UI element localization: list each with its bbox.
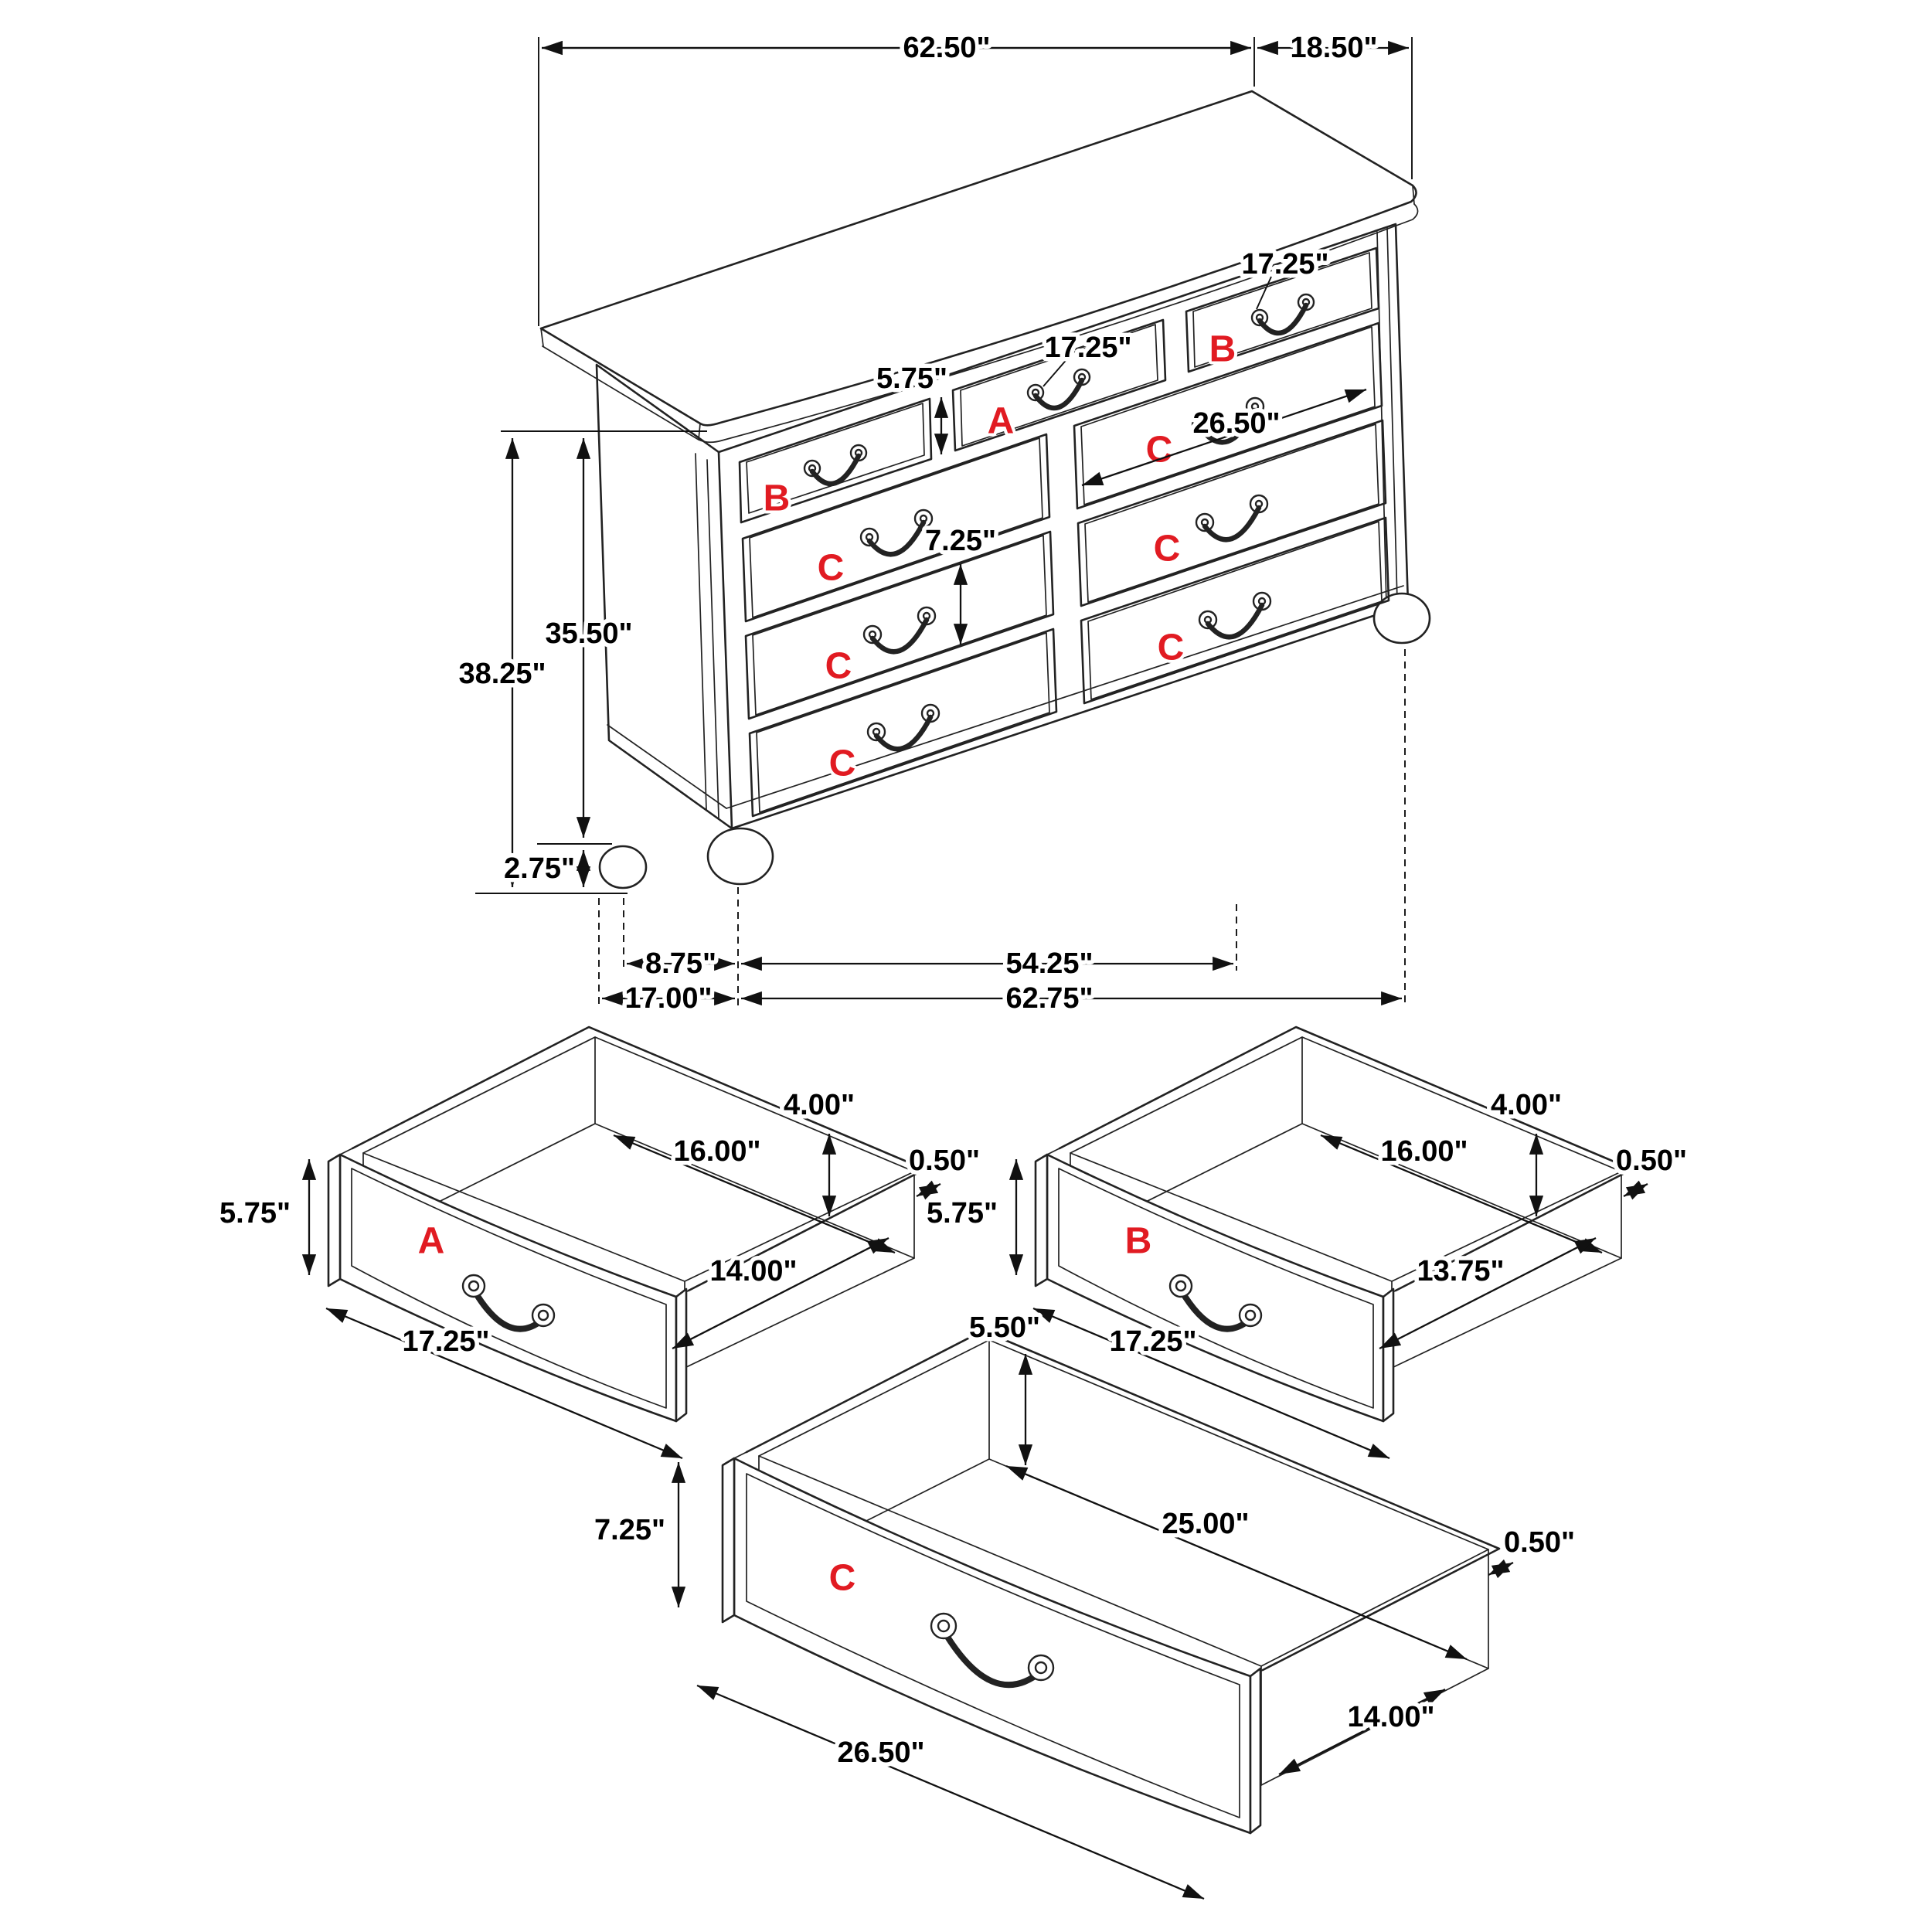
top-dimensions: 62.50" 18.50" [538, 28, 1413, 326]
drawer-front-top-right-B [1185, 247, 1380, 373]
part-label-right-2-C: C [1154, 529, 1181, 570]
drawer-front-top-center-A [951, 318, 1167, 452]
part-label-left-2-C: C [825, 646, 852, 687]
drawer-front-right-2-C [1077, 419, 1387, 607]
drawer-c-handle [930, 1612, 1055, 1689]
dim-b-inner-depth: 13.75" [1417, 1255, 1504, 1287]
dim-c-inner-width: 25.00" [1162, 1508, 1249, 1540]
handle-top-left [803, 444, 868, 487]
part-label-right-1-C: C [1146, 430, 1173, 471]
dresser-case [595, 223, 1410, 830]
drawer-front-top-left-B [738, 397, 933, 524]
dim-a-front-width: 17.25" [402, 1325, 489, 1358]
dim-a-inner-depth: 14.00" [709, 1255, 797, 1287]
drawer-c-dimensions: 7.25" 5.50" 25.00" 14.00" 0.50" 26.50" [590, 1308, 1579, 1900]
dim-height-to-top: 35.50" [545, 617, 632, 650]
back-left-foot [598, 845, 648, 889]
drawer-front-right-3-C [1080, 516, 1390, 705]
dim-a-wall-thickness: 0.50" [909, 1145, 980, 1177]
dim-top-depth: 18.50" [1290, 32, 1377, 64]
dim-foot-offset: 8.75" [645, 947, 716, 980]
dim-c-wall-thickness: 0.50" [1504, 1526, 1575, 1559]
dim-c-front-width: 26.50" [837, 1736, 924, 1769]
drawer-a-dimensions: 5.75" 4.00" 16.00" 14.00" 0.50" 17.25" [216, 1085, 984, 1460]
dim-height-total: 38.25" [458, 658, 546, 690]
dim-a-inner-width: 16.00" [673, 1135, 760, 1168]
dim-b-wall-thickness: 0.50" [1616, 1145, 1687, 1177]
detail-drawer-b: B 5.75" 4.00" 16.00" 13.75" 0.50" 17.25" [923, 1026, 1691, 1460]
drawer-fronts [738, 247, 1390, 818]
dim-small-drawer-width-right: 17.25" [1241, 248, 1328, 281]
part-label-left-3-C: C [829, 743, 856, 784]
left-dimensions: 38.25" 35.50" 2.75" [454, 430, 707, 894]
drawer-front-left-3-C [748, 628, 1058, 818]
dresser-feet [598, 592, 1431, 889]
dim-large-drawer-height: 7.25" [925, 525, 996, 557]
dim-b-inner-height: 4.00" [1491, 1089, 1562, 1121]
dim-small-drawer-width-center: 17.25" [1044, 332, 1131, 364]
face-dimensions: 17.25" 17.25" 5.75" 26.50" 7.25" [872, 244, 1367, 645]
dim-large-drawer-width: 26.50" [1192, 407, 1280, 440]
dim-b-front-height: 5.75" [927, 1197, 998, 1230]
dim-floor-width: 62.75" [1005, 982, 1093, 1015]
part-label-detail-c: C [829, 1558, 856, 1599]
drawer-handles [803, 293, 1315, 752]
bottom-dimensions: 8.75" 54.25" 17.00" 62.75" [598, 649, 1406, 1019]
dim-b-inner-width: 16.00" [1380, 1135, 1468, 1168]
drawer-b-dimensions: 5.75" 4.00" 16.00" 13.75" 0.50" 17.25" [923, 1085, 1691, 1460]
part-label-detail-a: A [418, 1221, 445, 1262]
front-left-foot [706, 827, 774, 886]
part-label-right-3-C: C [1158, 628, 1185, 668]
part-label-top-right-B: B [1209, 329, 1236, 370]
dim-small-drawer-height: 5.75" [876, 362, 947, 395]
main-dresser-view: B A B C C C C C C 62.50" 18.50" [454, 28, 1431, 1019]
part-label-top-left-B: B [764, 478, 791, 519]
drawer-b-front-panel: B [1034, 1153, 1395, 1423]
dim-floor-depth: 17.00" [624, 982, 712, 1015]
handle-top-right [1250, 293, 1315, 336]
dim-foot-height: 2.75" [504, 852, 575, 885]
handle-left-2 [862, 606, 937, 655]
handle-left-1 [859, 509, 934, 557]
front-right-foot [1372, 592, 1431, 645]
part-label-top-center-A: A [988, 401, 1015, 442]
part-label-left-1-C: C [818, 548, 845, 589]
dim-c-front-height: 7.25" [594, 1514, 665, 1546]
drawer-front-left-2-C [744, 530, 1055, 720]
handle-left-3 [866, 703, 940, 752]
dim-top-width: 62.50" [903, 32, 990, 64]
part-label-detail-b: B [1125, 1221, 1152, 1262]
dim-base-span: 54.25" [1005, 947, 1093, 980]
dim-a-inner-height: 4.00" [784, 1089, 855, 1121]
handle-right-2 [1195, 494, 1269, 543]
handle-top-center [1026, 368, 1091, 411]
drawer-a-front-panel: A [327, 1153, 688, 1423]
dim-c-inner-depth: 14.00" [1347, 1701, 1434, 1733]
dim-c-inner-height: 5.50" [969, 1311, 1040, 1344]
detail-drawer-a: A 5.75" 4.00" 16.00" 14.00" 0.50" 17.25" [216, 1026, 984, 1460]
handle-right-3 [1198, 591, 1272, 640]
dim-a-front-height: 5.75" [219, 1197, 291, 1230]
drawer-front-left-1-C [741, 433, 1051, 623]
dim-b-front-width: 17.25" [1109, 1325, 1196, 1358]
detail-drawer-c: C 7.25" 5.50" 25.00" 14.00" 0.50" 26.50" [590, 1308, 1579, 1900]
